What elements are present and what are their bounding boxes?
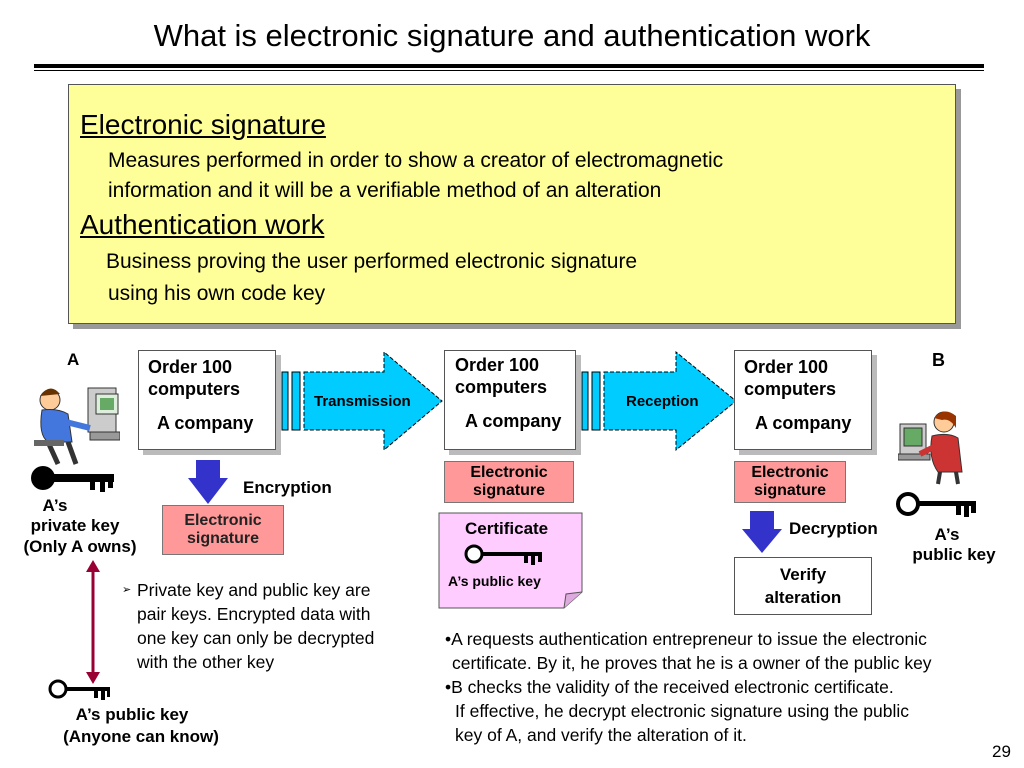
certificate-public-key-icon: [464, 544, 542, 565]
reception-label: Reception: [626, 393, 699, 410]
a-public-key-right-line2: public key: [912, 545, 996, 564]
order-line1: Order 100: [148, 357, 233, 377]
order-line2: computers: [148, 379, 241, 399]
key-pair-note-line3: one key can only be decrypted: [137, 628, 375, 648]
auth-note-line5: key of A, and verify the alteration of i…: [455, 725, 747, 745]
certificate-key-label: A’s public key: [448, 573, 541, 589]
encryption-down-arrow: [188, 460, 228, 504]
authentication-work-def-line2: using his own code key: [108, 282, 326, 305]
key-pair-note-bullet: ➢: [122, 584, 132, 596]
auth-note-line3: •B checks the validity of the received e…: [445, 677, 894, 697]
auth-note-line2: certificate. By it, he proves that he is…: [452, 653, 932, 673]
order-document-original: Order 100 computers A company: [138, 350, 276, 450]
public-key-icon: [48, 679, 110, 700]
a-private-key-label-line3: (Only A owns): [23, 537, 137, 556]
signature-line1: Electronic: [470, 464, 548, 481]
signature-line2: signature: [753, 482, 826, 499]
order-line2: computers: [744, 379, 837, 399]
auth-note-line4: If effective, he decrypt electronic sign…: [455, 701, 909, 721]
title-divider-thin: [34, 70, 984, 71]
page-title: What is electronic signature and authent…: [153, 18, 871, 53]
a-private-key-label-line1: A’s: [42, 496, 68, 515]
order-company: A company: [157, 413, 254, 433]
person-a-at-computer-icon: [34, 387, 120, 466]
authentication-work-heading: Authentication work: [80, 209, 325, 240]
key-pair-note-line2: pair keys. Encrypted data with: [137, 604, 371, 624]
transmission-arrow: [281, 350, 443, 452]
party-a-label: A: [67, 350, 80, 369]
order-company: A company: [755, 413, 852, 433]
order-document-transmitted: Order 100 computers A company: [444, 350, 576, 450]
auth-note-line1: •A requests authentication entrepreneur …: [445, 629, 927, 649]
decryption-down-arrow: [742, 511, 782, 553]
signature-line1: Electronic: [751, 464, 829, 481]
private-key-icon: [31, 466, 114, 492]
encryption-label: Encryption: [243, 478, 332, 497]
signature-line2: signature: [186, 530, 259, 547]
authentication-work-def-line1: Business proving the user performed elec…: [106, 250, 638, 273]
public-key-icon: [896, 492, 976, 517]
key-pair-note-line4: with the other key: [137, 652, 275, 672]
a-public-key-label-line2: (Anyone can know): [63, 727, 219, 746]
order-line2: computers: [455, 377, 548, 397]
a-private-key-label-line2: private key: [30, 516, 120, 535]
order-line1: Order 100: [455, 355, 540, 375]
party-b-label: B: [932, 350, 945, 370]
certificate-title: Certificate: [465, 519, 549, 538]
certificate-document: [438, 512, 583, 609]
verify-line2: alteration: [764, 588, 842, 607]
verify-alteration-box: Verify alteration: [734, 557, 872, 615]
electronic-signature-def-line1: Measures performed in order to show a cr…: [108, 149, 724, 172]
title-divider: [34, 64, 984, 68]
electronic-signature-def-line2: information and it will be a verifiable …: [108, 179, 662, 202]
page-number: 29: [992, 742, 1011, 761]
signature-line2: signature: [472, 482, 545, 499]
definitions-box: Electronic signature Measures performed …: [68, 84, 956, 324]
order-line1: Order 100: [744, 357, 829, 377]
key-pair-double-arrow: [86, 560, 100, 684]
a-public-key-label-line1: A’s public key: [75, 705, 189, 724]
decryption-label: Decryption: [789, 519, 878, 538]
transmission-label: Transmission: [314, 393, 411, 410]
electronic-signature-heading: Electronic signature: [80, 109, 326, 140]
order-document-received: Order 100 computers A company: [734, 350, 872, 450]
verify-line1: Verify: [779, 565, 827, 584]
order-company: A company: [465, 411, 562, 431]
signature-line1: Electronic: [184, 512, 262, 529]
key-pair-note-line1: Private key and public key are: [137, 580, 371, 600]
electronic-signature-encrypted: Electronic signature: [162, 505, 284, 555]
person-b-at-computer-icon: [898, 411, 963, 485]
a-public-key-right-line1: A’s: [934, 525, 960, 544]
electronic-signature-received: Electronic signature: [734, 461, 846, 503]
electronic-signature-transmitted: Electronic signature: [444, 461, 574, 503]
reception-arrow: [581, 350, 737, 452]
